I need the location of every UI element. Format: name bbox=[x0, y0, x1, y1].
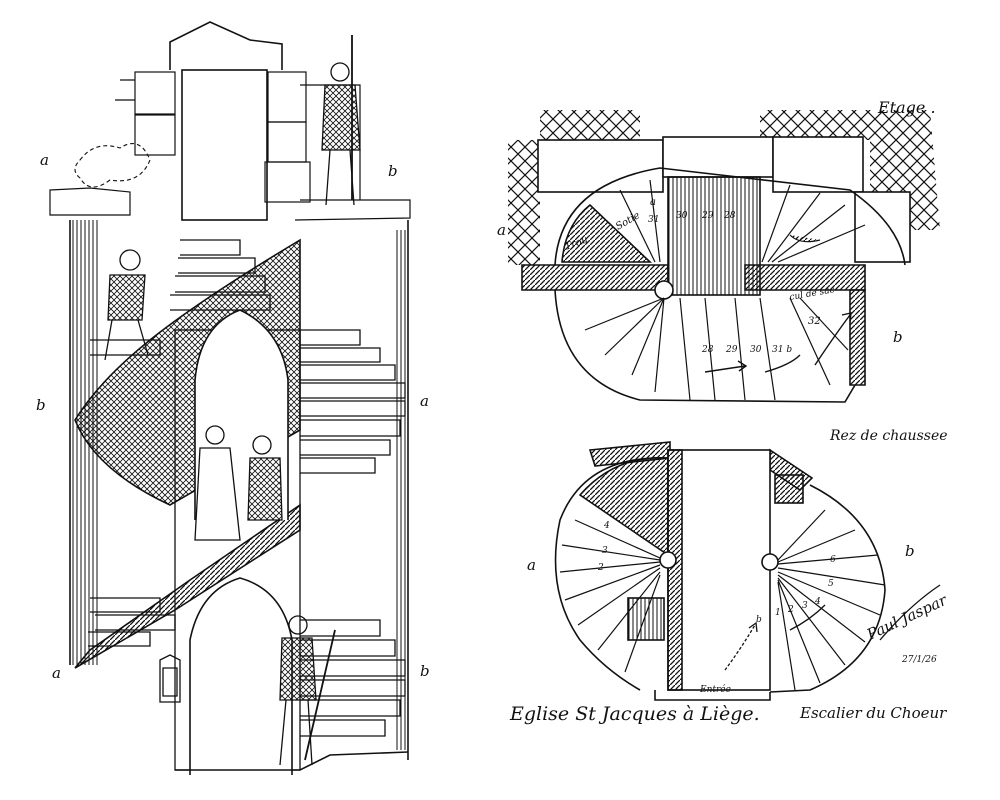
ground-plan-num-left-3: 3 bbox=[602, 546, 608, 556]
upper-plan-floor-band-right bbox=[744, 264, 866, 291]
ground-plan-num-right-4: 4 bbox=[814, 597, 821, 607]
ground-plan-hole-right bbox=[761, 553, 779, 571]
ground-plan-num-right-3: 3 bbox=[802, 601, 808, 611]
steps-left bbox=[88, 239, 271, 647]
upper-plan-trou bbox=[561, 203, 653, 263]
upper-plan-hatch-left bbox=[540, 110, 640, 140]
ground-plan-entry-arrow bbox=[724, 624, 756, 671]
upper-floor-plan bbox=[508, 110, 940, 403]
upper-plan-num-top-30: 30 bbox=[676, 211, 688, 221]
upper-plan-num-bottom-30: 30 bbox=[750, 345, 762, 355]
upper-plan-label-a: a bbox=[497, 221, 506, 239]
caption-staircase: Escalier du Choeur bbox=[799, 704, 947, 722]
upper-plan-block-3 bbox=[772, 136, 864, 193]
section-labels: a b b a a b bbox=[36, 151, 430, 682]
upper-plan-label-b: b bbox=[893, 328, 903, 346]
ground-plan-num-left-4: 4 bbox=[603, 521, 610, 531]
ruin-scribble bbox=[74, 143, 151, 188]
lower-arch bbox=[189, 577, 293, 775]
upper-plan-right-wall bbox=[849, 289, 866, 386]
upper-plan-arrow-1 bbox=[704, 365, 746, 373]
upper-plan-arrow-1-head bbox=[737, 360, 748, 372]
upper-plan-num-bottom-28: 28 bbox=[701, 345, 714, 355]
ground-plan-num-right-2: 2 bbox=[787, 605, 794, 615]
top-doorway bbox=[181, 69, 268, 221]
ground-plan-left-arc bbox=[554, 457, 669, 691]
ground-plan-num-right-5: 5 bbox=[828, 579, 834, 589]
label-b-lower: b bbox=[420, 662, 430, 680]
ground-plan-newel bbox=[667, 449, 771, 691]
caption-church: Eglise St Jacques à Liège. bbox=[509, 703, 760, 725]
signature-date: 27/1/26 bbox=[901, 655, 937, 665]
top-gable bbox=[169, 21, 283, 70]
ground-plan-entry-arrow-head bbox=[748, 621, 758, 633]
label-a-mid: a bbox=[420, 392, 429, 410]
ground-floor-plan bbox=[554, 441, 886, 701]
upper-plan-hatch-west bbox=[508, 140, 540, 265]
steps-right bbox=[300, 329, 406, 737]
upper-plan-arrow-3-head bbox=[841, 312, 852, 323]
label-a-upper: a bbox=[40, 151, 49, 169]
ground-plan-num-left-2: 2 bbox=[597, 563, 604, 573]
label-b-mid: b bbox=[36, 396, 46, 414]
upper-plan-num-top-31: 31 bbox=[648, 215, 659, 225]
captions: Eglise St Jacques à Liège. Escalier du C… bbox=[509, 703, 947, 725]
figure-top-guard bbox=[321, 35, 361, 206]
ground-plan-hole-left bbox=[659, 551, 677, 569]
upper-plan-floor-band-left bbox=[521, 264, 669, 291]
upper-plan-step-lines-top bbox=[589, 179, 866, 263]
ground-plan-num-right-6: 6 bbox=[830, 555, 836, 565]
upper-plan-title: Etage . bbox=[877, 98, 936, 117]
spiral-staircase-section bbox=[49, 21, 411, 775]
upper-masonry bbox=[49, 71, 411, 221]
figure-bottom-guard bbox=[279, 615, 336, 766]
signature-flourish bbox=[879, 584, 941, 641]
upper-plan-num-top-29: 29 bbox=[701, 211, 714, 221]
signature: Paul Jaspar 27/1/26 bbox=[863, 584, 950, 665]
upper-plan-step-lines-bottom bbox=[584, 297, 849, 401]
ground-plan-right-arc bbox=[769, 484, 886, 693]
ground-plan-label-a: a bbox=[527, 556, 536, 574]
upper-plan-newel-hole bbox=[654, 280, 674, 300]
upper-plan-lower-arc bbox=[554, 289, 856, 403]
ground-plan-entry-wall bbox=[654, 690, 771, 701]
ground-plan-entree: Entrée bbox=[699, 684, 731, 695]
label-a-lower: a bbox=[52, 664, 61, 682]
lantern bbox=[159, 654, 181, 703]
ground-plan-arrow-curve bbox=[789, 604, 826, 631]
upper-plan-num-bottom-31b: 31 b bbox=[772, 345, 792, 355]
label-b-upper: b bbox=[388, 162, 398, 180]
ground-plan-num-right-1: 1 bbox=[775, 608, 781, 618]
ground-plan-dark-sector bbox=[578, 457, 669, 557]
upper-plan-sotie-text: Sotie bbox=[614, 210, 642, 233]
right-wall-shade bbox=[396, 230, 408, 750]
upper-plan-arrow-2 bbox=[764, 354, 801, 373]
ground-plan-door-block bbox=[627, 597, 665, 641]
upper-plan-arrow-3 bbox=[814, 314, 851, 366]
figure-left-climber bbox=[104, 249, 149, 361]
upper-plan-num-bottom-29: 29 bbox=[725, 345, 738, 355]
ground-plan-label-b: b bbox=[905, 542, 915, 560]
upper-plan-block-1 bbox=[537, 139, 664, 193]
ground-plan-newel-left-band bbox=[667, 449, 683, 691]
figure-middle-group bbox=[194, 425, 283, 541]
ground-plan-labels: Rez de chaussee a b Entrée b 4 3 2 1 2 3… bbox=[527, 428, 948, 695]
ground-plan-title: Rez de chaussee bbox=[829, 428, 948, 444]
ground-plan-step-b: b bbox=[756, 615, 762, 625]
section-base bbox=[175, 751, 409, 771]
ground-plan-left-steps bbox=[559, 519, 661, 673]
upper-plan-step-a: a bbox=[650, 197, 656, 208]
signature-name: Paul Jaspar bbox=[863, 591, 950, 644]
upper-plan-upper-arc bbox=[554, 167, 906, 266]
upper-plan-num-32: 32 bbox=[808, 316, 821, 327]
ground-plan-small-block bbox=[774, 474, 804, 504]
upper-plan-num-top-28: 28 bbox=[723, 211, 736, 221]
